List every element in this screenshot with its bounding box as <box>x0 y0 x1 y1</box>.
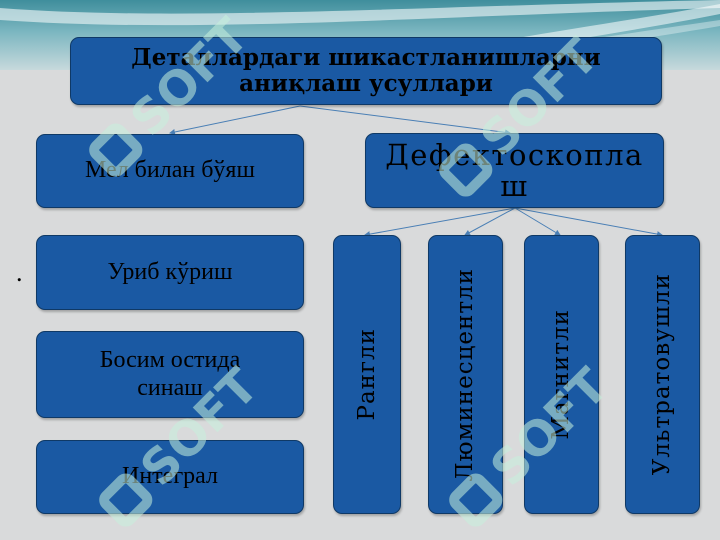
method-label-mel: Мел билан бўяш <box>85 157 255 184</box>
method-box-urib: Уриб кўриш <box>36 235 304 310</box>
connector-defect-lumin <box>464 207 516 236</box>
method-box-mel: Мел билан бўяш <box>36 134 304 208</box>
bullet-dot: . <box>16 258 23 287</box>
defectoscopy-label: Дефектоскопла ш <box>385 140 644 201</box>
method-label-urib: Уриб кўриш <box>107 258 233 285</box>
defectoscopy-label-line2: ш <box>500 168 529 203</box>
defect-type-label-lumin: Люминесцентли <box>452 267 479 482</box>
method-box-bosim: Босим остида синаш <box>36 331 304 418</box>
connector-title-mel <box>169 105 301 135</box>
connector-defect-ultra <box>514 207 663 238</box>
defect-type-box-magnit: Магнитли <box>524 235 599 514</box>
defect-type-box-lumin: Люминесцентли <box>428 235 503 514</box>
method-box-integral: Интеграл <box>36 440 304 514</box>
defect-type-box-ultra: Ультратовушли <box>625 235 700 514</box>
diagram-title: Деталлардаги шикастланишларни аниқлаш ус… <box>131 43 601 97</box>
defect-type-label-ultra: Ультратовушли <box>649 273 676 476</box>
defect-type-label-magnit: Магнитли <box>548 309 575 440</box>
defect-type-label-rangli: Рангли <box>353 328 380 421</box>
defect-type-box-rangli: Рангли <box>333 235 401 514</box>
connector-defect-rangli <box>364 207 516 238</box>
diagram-title-box: Деталлардаги шикастланишларни аниқлаш ус… <box>70 37 662 105</box>
method-label-bosim: Босим остида синаш <box>99 346 241 401</box>
defectoscopy-label-line1: Дефектоскопла <box>385 138 644 173</box>
method-label-integral: Интеграл <box>122 463 218 490</box>
connector-title-defect <box>299 105 511 136</box>
defectoscopy-box: Дефектоскопла ш <box>365 133 664 208</box>
connector-defect-magnit <box>514 207 561 236</box>
